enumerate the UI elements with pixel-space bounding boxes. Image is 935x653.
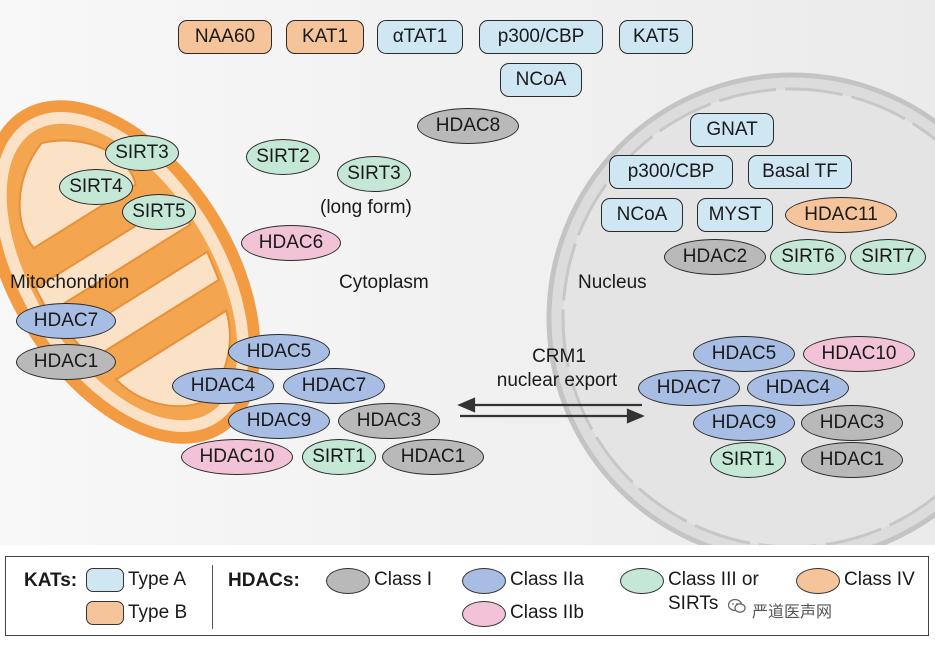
nuclear-export-label: nuclear export [496,370,618,391]
nuc-hdac10: HDAC10 [803,336,915,372]
nucleus-sirt7: SIRT7 [850,239,926,275]
legend-kats-heading: KATs: [24,570,78,591]
cyto-hdac10: HDAC10 [181,439,293,475]
legend-type-b-swatch [86,601,124,625]
mito-hdac7: HDAC7 [16,303,116,339]
sirt3-long-form-note: (long form) [320,197,412,218]
nucleus-kat-ncoa: NCoA [601,198,683,232]
enzyme-hdac6: HDAC6 [241,225,341,261]
crm1-export-arrows [457,397,645,424]
legend-class-i-label: Class I [374,569,433,590]
legend-class-iv-label: Class IV [844,569,915,590]
watermark-text: 严道医声网 [752,604,833,621]
kat-box-ncoa: NCoA [500,63,582,97]
legend-class-iib-label: Class IIb [510,602,584,623]
cyto-hdac3: HDAC3 [338,403,440,439]
nucleus-kat-myst: MYST [697,198,773,232]
nuc-sirt1: SIRT1 [710,442,786,478]
legend-class-iii-label-2: SIRTs [668,593,719,614]
cyto-hdac5: HDAC5 [228,334,330,370]
cyto-hdac7: HDAC7 [283,368,385,404]
legend-class-i-swatch [326,568,370,594]
kat-box-p300-cbp: p300/CBP [479,20,603,54]
legend-divider [212,565,213,629]
kat-box-kat1: KAT1 [286,20,364,54]
kat-box-kat5: KAT5 [619,20,693,54]
cyto-hdac4: HDAC4 [172,368,274,404]
legend-type-a-label: Type A [128,569,187,590]
nucleus-sirt6: SIRT6 [770,239,846,275]
cyto-hdac1: HDAC1 [382,439,484,475]
legend: KATs: Type A Type B HDACs: Class I Class… [5,556,929,636]
nucleus-kat-gnat: GNAT [690,113,774,147]
legend-type-a-swatch [86,568,124,592]
cyto-sirt1: SIRT1 [302,439,376,475]
enzyme-sirt3-long: SIRT3 [337,156,411,192]
cytoplasm-label: Cytoplasm [339,272,429,293]
nucleus-kat-p300-cbp: p300/CBP [609,155,733,189]
enzyme-hdac8: HDAC8 [417,108,519,144]
legend-class-iv-swatch [796,568,840,594]
mito-sirt5: SIRT5 [122,194,196,230]
kat-box-atat1: αTAT1 [377,20,463,54]
legend-type-b-label: Type B [128,602,188,623]
nuc-hdac1: HDAC1 [801,442,903,478]
nuc-hdac3: HDAC3 [801,405,903,441]
legend-class-iia-label: Class IIa [510,569,584,590]
nuc-hdac9: HDAC9 [693,405,795,441]
legend-class-iib-swatch [462,601,506,627]
legend-class-iii-label: Class III or [668,569,759,590]
nucleus-hdac11: HDAC11 [785,197,897,233]
mito-sirt3: SIRT3 [105,135,179,171]
mito-hdac1: HDAC1 [16,344,116,380]
nuc-hdac4: HDAC4 [747,370,849,406]
cyto-hdac9: HDAC9 [228,403,330,439]
legend-class-iii-swatch [620,568,664,594]
crm1-label: CRM1 [532,346,586,367]
legend-class-iia-swatch [462,568,506,594]
nucleus-hdac2: HDAC2 [664,239,766,275]
nucleus-kat-basal-tf: Basal TF [748,155,852,189]
nuc-hdac7: HDAC7 [638,370,740,406]
wechat-icon [728,598,746,613]
kat-box-naa60: NAA60 [178,20,272,54]
mitochondrion-label: Mitochondrion [10,272,130,293]
nuc-hdac5: HDAC5 [693,336,795,372]
nucleus-label: Nucleus [578,272,647,293]
legend-hdacs-heading: HDACs: [228,570,300,591]
enzyme-sirt2: SIRT2 [246,139,320,175]
mito-sirt4: SIRT4 [59,169,133,205]
